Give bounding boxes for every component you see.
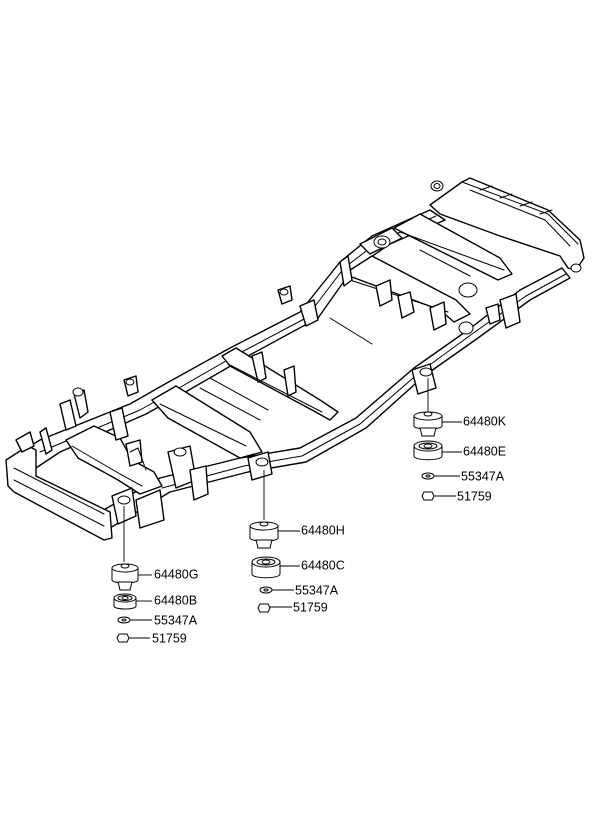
mount-upper-h	[249, 521, 279, 549]
rear-mount-stack: 64480K 64480E 55347A 51759	[413, 378, 507, 503]
mount-lower-c	[251, 556, 281, 579]
label-64480b: 64480B	[154, 593, 197, 607]
label-55347a-front: 55347A	[154, 613, 198, 627]
left-side-rail	[9, 209, 446, 473]
label-64480h: 64480H	[301, 523, 345, 537]
label-64480g: 64480G	[154, 567, 198, 581]
label-64480c: 64480C	[301, 558, 345, 572]
label-51759-rear: 51759	[457, 489, 492, 503]
mount-lower-b	[113, 593, 137, 610]
rear-crossmember	[429, 177, 585, 271]
washer-icon	[259, 586, 273, 594]
chassis-frame	[5, 177, 585, 541]
washer-icon	[421, 472, 435, 480]
label-55347a-mid: 55347A	[295, 583, 339, 597]
front-crossmember	[65, 425, 163, 495]
label-64480e: 64480E	[463, 444, 506, 458]
crossmember-1	[151, 385, 263, 459]
washer-icon	[117, 616, 131, 624]
label-64480k: 64480K	[463, 414, 507, 428]
front-mount-stack: 64480G 64480B 55347A 51759	[111, 506, 198, 645]
nut-icon	[116, 633, 130, 643]
crossmember-4	[393, 213, 513, 281]
mount-upper-g	[111, 563, 139, 591]
nut-icon	[421, 491, 435, 501]
mount-lower-e	[413, 440, 443, 461]
label-51759-mid: 51759	[293, 600, 328, 614]
mount-upper-k	[413, 411, 443, 437]
crossmember-2	[221, 347, 339, 421]
nut-icon	[257, 603, 271, 613]
mid-mount-stack: 64480H 64480C 55347A 51759	[249, 470, 345, 614]
label-55347a-rear: 55347A	[461, 469, 505, 483]
label-51759-front: 51759	[152, 631, 187, 645]
